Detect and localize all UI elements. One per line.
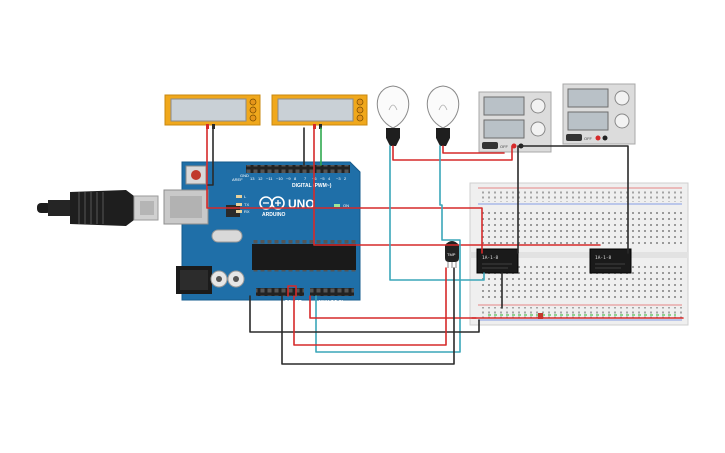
svg-text:~5: ~5	[320, 176, 325, 181]
microcontroller-chip	[252, 244, 356, 270]
svg-text:7: 7	[304, 176, 307, 181]
relay-label-2: 1A-1-8	[595, 255, 612, 261]
wire-red-sensor[interactable]	[287, 285, 297, 297]
digital-label: DIGITAL (PWM~)	[292, 183, 332, 189]
wire-red-bulb1[interactable]	[392, 145, 513, 161]
wire-cyan-bulb2[interactable]	[315, 145, 461, 353]
wire-red-sensor-2[interactable]	[293, 267, 447, 346]
lcd-display-2[interactable]	[271, 94, 368, 129]
wire-red-5v[interactable]	[309, 295, 684, 319]
svg-text:~3: ~3	[336, 176, 341, 181]
gnd-label: GND	[240, 173, 249, 178]
sensor-label: TMP	[447, 252, 456, 257]
arduino-logo-icon	[259, 196, 285, 210]
wire-black-gnd[interactable]	[249, 295, 480, 333]
wire-cyan-bulb1[interactable]	[389, 145, 485, 281]
svg-text:13: 13	[250, 176, 255, 181]
model-label: UNO	[288, 197, 315, 211]
svg-text:~9: ~9	[286, 176, 291, 181]
power-supply-1[interactable]: OFF	[478, 91, 552, 153]
light-bulb-2[interactable]	[426, 85, 460, 146]
svg-text:12: 12	[258, 176, 263, 181]
light-bulb-1[interactable]	[376, 85, 410, 146]
psu-switch-label-1: OFF	[500, 144, 509, 149]
brand-label: ARDUINO	[262, 212, 285, 218]
wire-black-loop[interactable]	[281, 267, 455, 365]
relay-label-1: 1A-1-8	[482, 255, 499, 261]
relay-2[interactable]: 1A-1-8	[589, 248, 632, 274]
wire-red-bulb2[interactable]	[442, 145, 505, 154]
on-label: ON	[343, 203, 349, 208]
wire-black-lcd1[interactable]	[207, 127, 214, 186]
relay-1[interactable]: 1A-1-8	[476, 248, 519, 274]
psu-switch-label-2: OFF	[584, 136, 593, 141]
usb-cable[interactable]	[37, 190, 159, 226]
svg-text:~11: ~11	[266, 176, 273, 181]
temperature-sensor[interactable]: TMP	[445, 241, 459, 268]
svg-text:8: 8	[294, 176, 297, 181]
wire-black-psu1[interactable]	[520, 145, 629, 254]
lcd-display-1[interactable]	[164, 94, 261, 129]
svg-text:~10: ~10	[276, 176, 284, 181]
svg-text:4: 4	[328, 176, 331, 181]
l-label: L	[244, 194, 247, 199]
wire-red-lcd1[interactable]	[206, 127, 483, 254]
analog-label: ANALOG IN	[318, 299, 343, 304]
tx-label: TX	[244, 202, 249, 207]
power-supply-2[interactable]: OFF	[562, 83, 636, 145]
wire-red-lcd2[interactable]	[313, 127, 601, 246]
rx-label: RX	[244, 209, 250, 214]
svg-text:2: 2	[344, 176, 347, 181]
aref-label: AREF	[232, 177, 243, 182]
